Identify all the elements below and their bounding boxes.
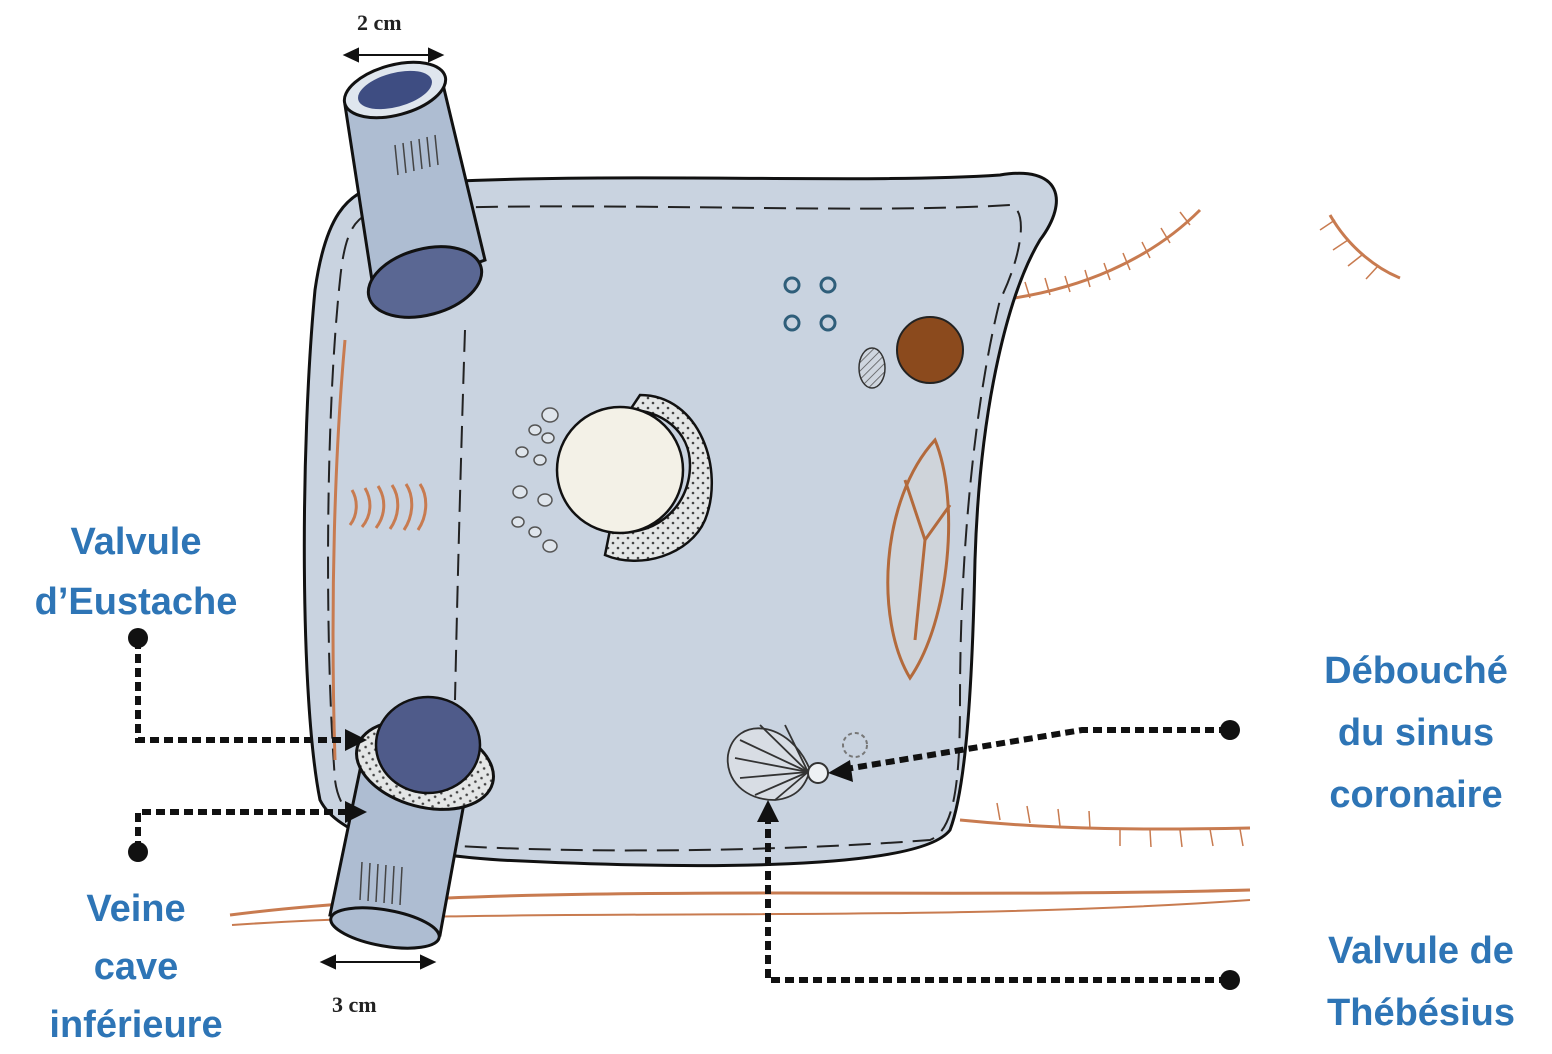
coronary-sinus-opening [808, 763, 828, 783]
label-veine-cave-line3: inférieure [0, 996, 272, 1054]
label-thebesius-line2: Thébésius [1290, 982, 1552, 1044]
label-eustache: Valvule d’Eustache [0, 512, 272, 632]
label-veine-cave: Veine cave inférieure [0, 880, 272, 1054]
label-eustache-line2: d’Eustache [0, 572, 272, 632]
dimension-bottom-label: 3 cm [332, 992, 377, 1018]
label-sinus-line1: Débouché [1280, 640, 1552, 702]
label-veine-cave-line2: cave [0, 938, 272, 996]
label-thebesius: Valvule de Thébésius [1290, 920, 1552, 1044]
dimension-top-label: 2 cm [357, 10, 402, 36]
label-veine-cave-line1: Veine [0, 880, 272, 938]
label-sinus-line2: du sinus [1280, 702, 1552, 764]
hatched-oval [859, 348, 885, 388]
brown-circle [897, 317, 963, 383]
label-sinus-line3: coronaire [1280, 764, 1552, 826]
label-sinus-coronaire: Débouché du sinus coronaire [1280, 640, 1552, 826]
label-thebesius-line1: Valvule de [1290, 920, 1552, 982]
label-eustache-line1: Valvule [0, 512, 272, 572]
